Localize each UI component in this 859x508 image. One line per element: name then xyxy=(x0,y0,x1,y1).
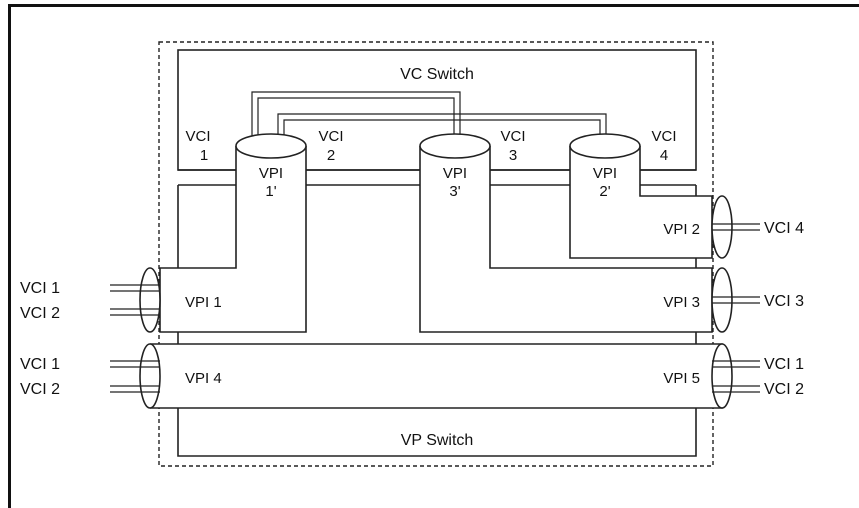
vpi-1-prime-label: VPI xyxy=(259,165,283,182)
vpi-1-prime-top xyxy=(235,133,307,159)
vpi-4-label: VPI 4 xyxy=(185,370,222,387)
vpi-2-port xyxy=(711,195,733,259)
vpi-5-label: VPI 5 xyxy=(663,370,700,387)
right-vpi5-vci-2: VCI 2 xyxy=(764,381,804,398)
switch-enclosure xyxy=(158,41,714,467)
left-vpi1-vci-2: VCI 2 xyxy=(20,305,60,322)
left-vpi1-vci-1: VCI 1 xyxy=(20,280,60,297)
vpi-4-port xyxy=(139,343,161,409)
right-vpi5-vci-1: VCI 1 xyxy=(764,356,804,373)
vpi-4-5-path xyxy=(150,343,723,409)
vci-wires xyxy=(110,223,760,393)
vc-vci-label-4: VCI xyxy=(651,128,676,145)
vc-vci-num-4: 4 xyxy=(660,147,668,164)
vpi-2-prime-sub: 2' xyxy=(599,183,610,200)
vc-switch-label: VC Switch xyxy=(400,66,474,83)
vpi-1-prime-sub: 1' xyxy=(265,183,276,200)
right-vpi3-vci-3: VCI 3 xyxy=(764,293,804,310)
vc-cross-connections xyxy=(251,91,607,146)
vpi-1-path xyxy=(159,146,307,333)
right-vpi2-vci-4: VCI 4 xyxy=(764,220,804,237)
vpi-3-label: VPI 3 xyxy=(663,294,700,311)
vp-switch-label: VP Switch xyxy=(401,432,474,449)
vpi-2-prime-top xyxy=(569,133,641,159)
vc-vci-num-3: 3 xyxy=(509,147,517,164)
vpi-5-port xyxy=(711,343,733,409)
vpi-2-path xyxy=(569,146,713,259)
vpi-1-port xyxy=(139,267,161,333)
vc-vci-label-1: VCI xyxy=(185,128,210,145)
vc-vci-num-1: 1 xyxy=(200,147,208,164)
vpi-3-port xyxy=(711,267,733,333)
vpi-3-prime-sub: 3' xyxy=(449,183,460,200)
vc-vci-num-2: 2 xyxy=(327,147,335,164)
vpi-1-label: VPI 1 xyxy=(185,294,222,311)
figure-frame xyxy=(8,4,859,508)
vpi-3-prime-top xyxy=(419,133,491,159)
vpi-2-label: VPI 2 xyxy=(663,221,700,238)
left-vpi4-vci-1: VCI 1 xyxy=(20,356,60,373)
vpi-3-prime-label: VPI xyxy=(443,165,467,182)
left-vpi4-vci-2: VCI 2 xyxy=(20,381,60,398)
vc-vci-label-3: VCI xyxy=(500,128,525,145)
vc-vci-label-2: VCI xyxy=(318,128,343,145)
vpi-2-prime-label: VPI xyxy=(593,165,617,182)
